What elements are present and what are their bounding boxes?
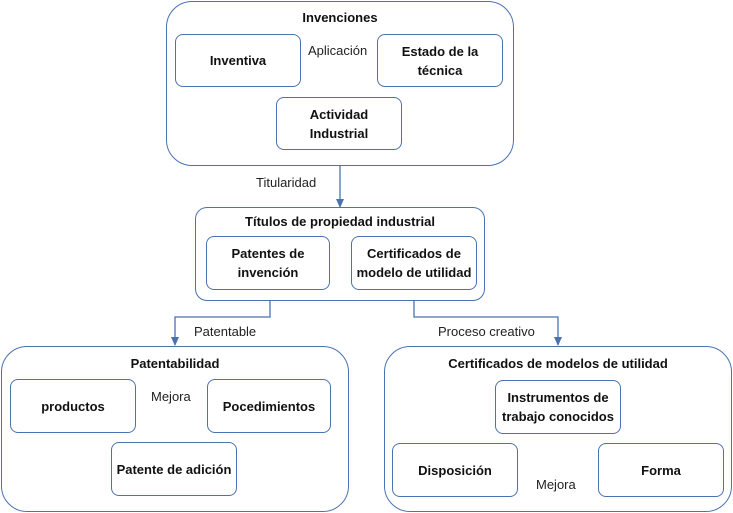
patentable-arrow xyxy=(171,290,271,346)
estado-de-la-tecnica-box: Estado de la técnica xyxy=(377,34,503,87)
aplicacion-label: Aplicación xyxy=(306,43,370,59)
productos-box: productos xyxy=(10,379,136,433)
mejora-left-label: Mejora xyxy=(149,389,193,405)
forma-box: Forma xyxy=(598,443,724,497)
patente-de-adicion-box: Patente de adición xyxy=(111,442,237,496)
proceso-creativo-label: Proceso creativo xyxy=(436,324,537,340)
patentabilidad-title: Patentabilidad xyxy=(130,356,220,371)
invenciones-title: Invenciones xyxy=(302,10,378,25)
patentable-label: Patentable xyxy=(192,324,259,340)
mejora-right-label: Mejora xyxy=(534,477,578,493)
certificados-modelo-utilidad-box: Certificados de modelo de utilidad xyxy=(351,236,477,290)
titularidad-label: Titularidad xyxy=(254,175,319,191)
procedimientos-box: Pocedimientos xyxy=(207,379,331,433)
titulos-title: Títulos de propiedad industrial xyxy=(245,214,435,229)
disposicion-box: Disposición xyxy=(392,443,518,497)
instrumentos-box: Instrumentos de trabajo conocidos xyxy=(495,380,621,434)
inventiva-box: Inventiva xyxy=(175,34,301,87)
proceso-creativo-arrow xyxy=(413,290,562,346)
actividad-industrial-box: Actividad Industrial xyxy=(276,97,402,150)
patentes-de-invencion-box: Patentes de invención xyxy=(206,236,330,290)
certificados-modelos-title: Certificados de modelos de utilidad xyxy=(448,356,668,371)
